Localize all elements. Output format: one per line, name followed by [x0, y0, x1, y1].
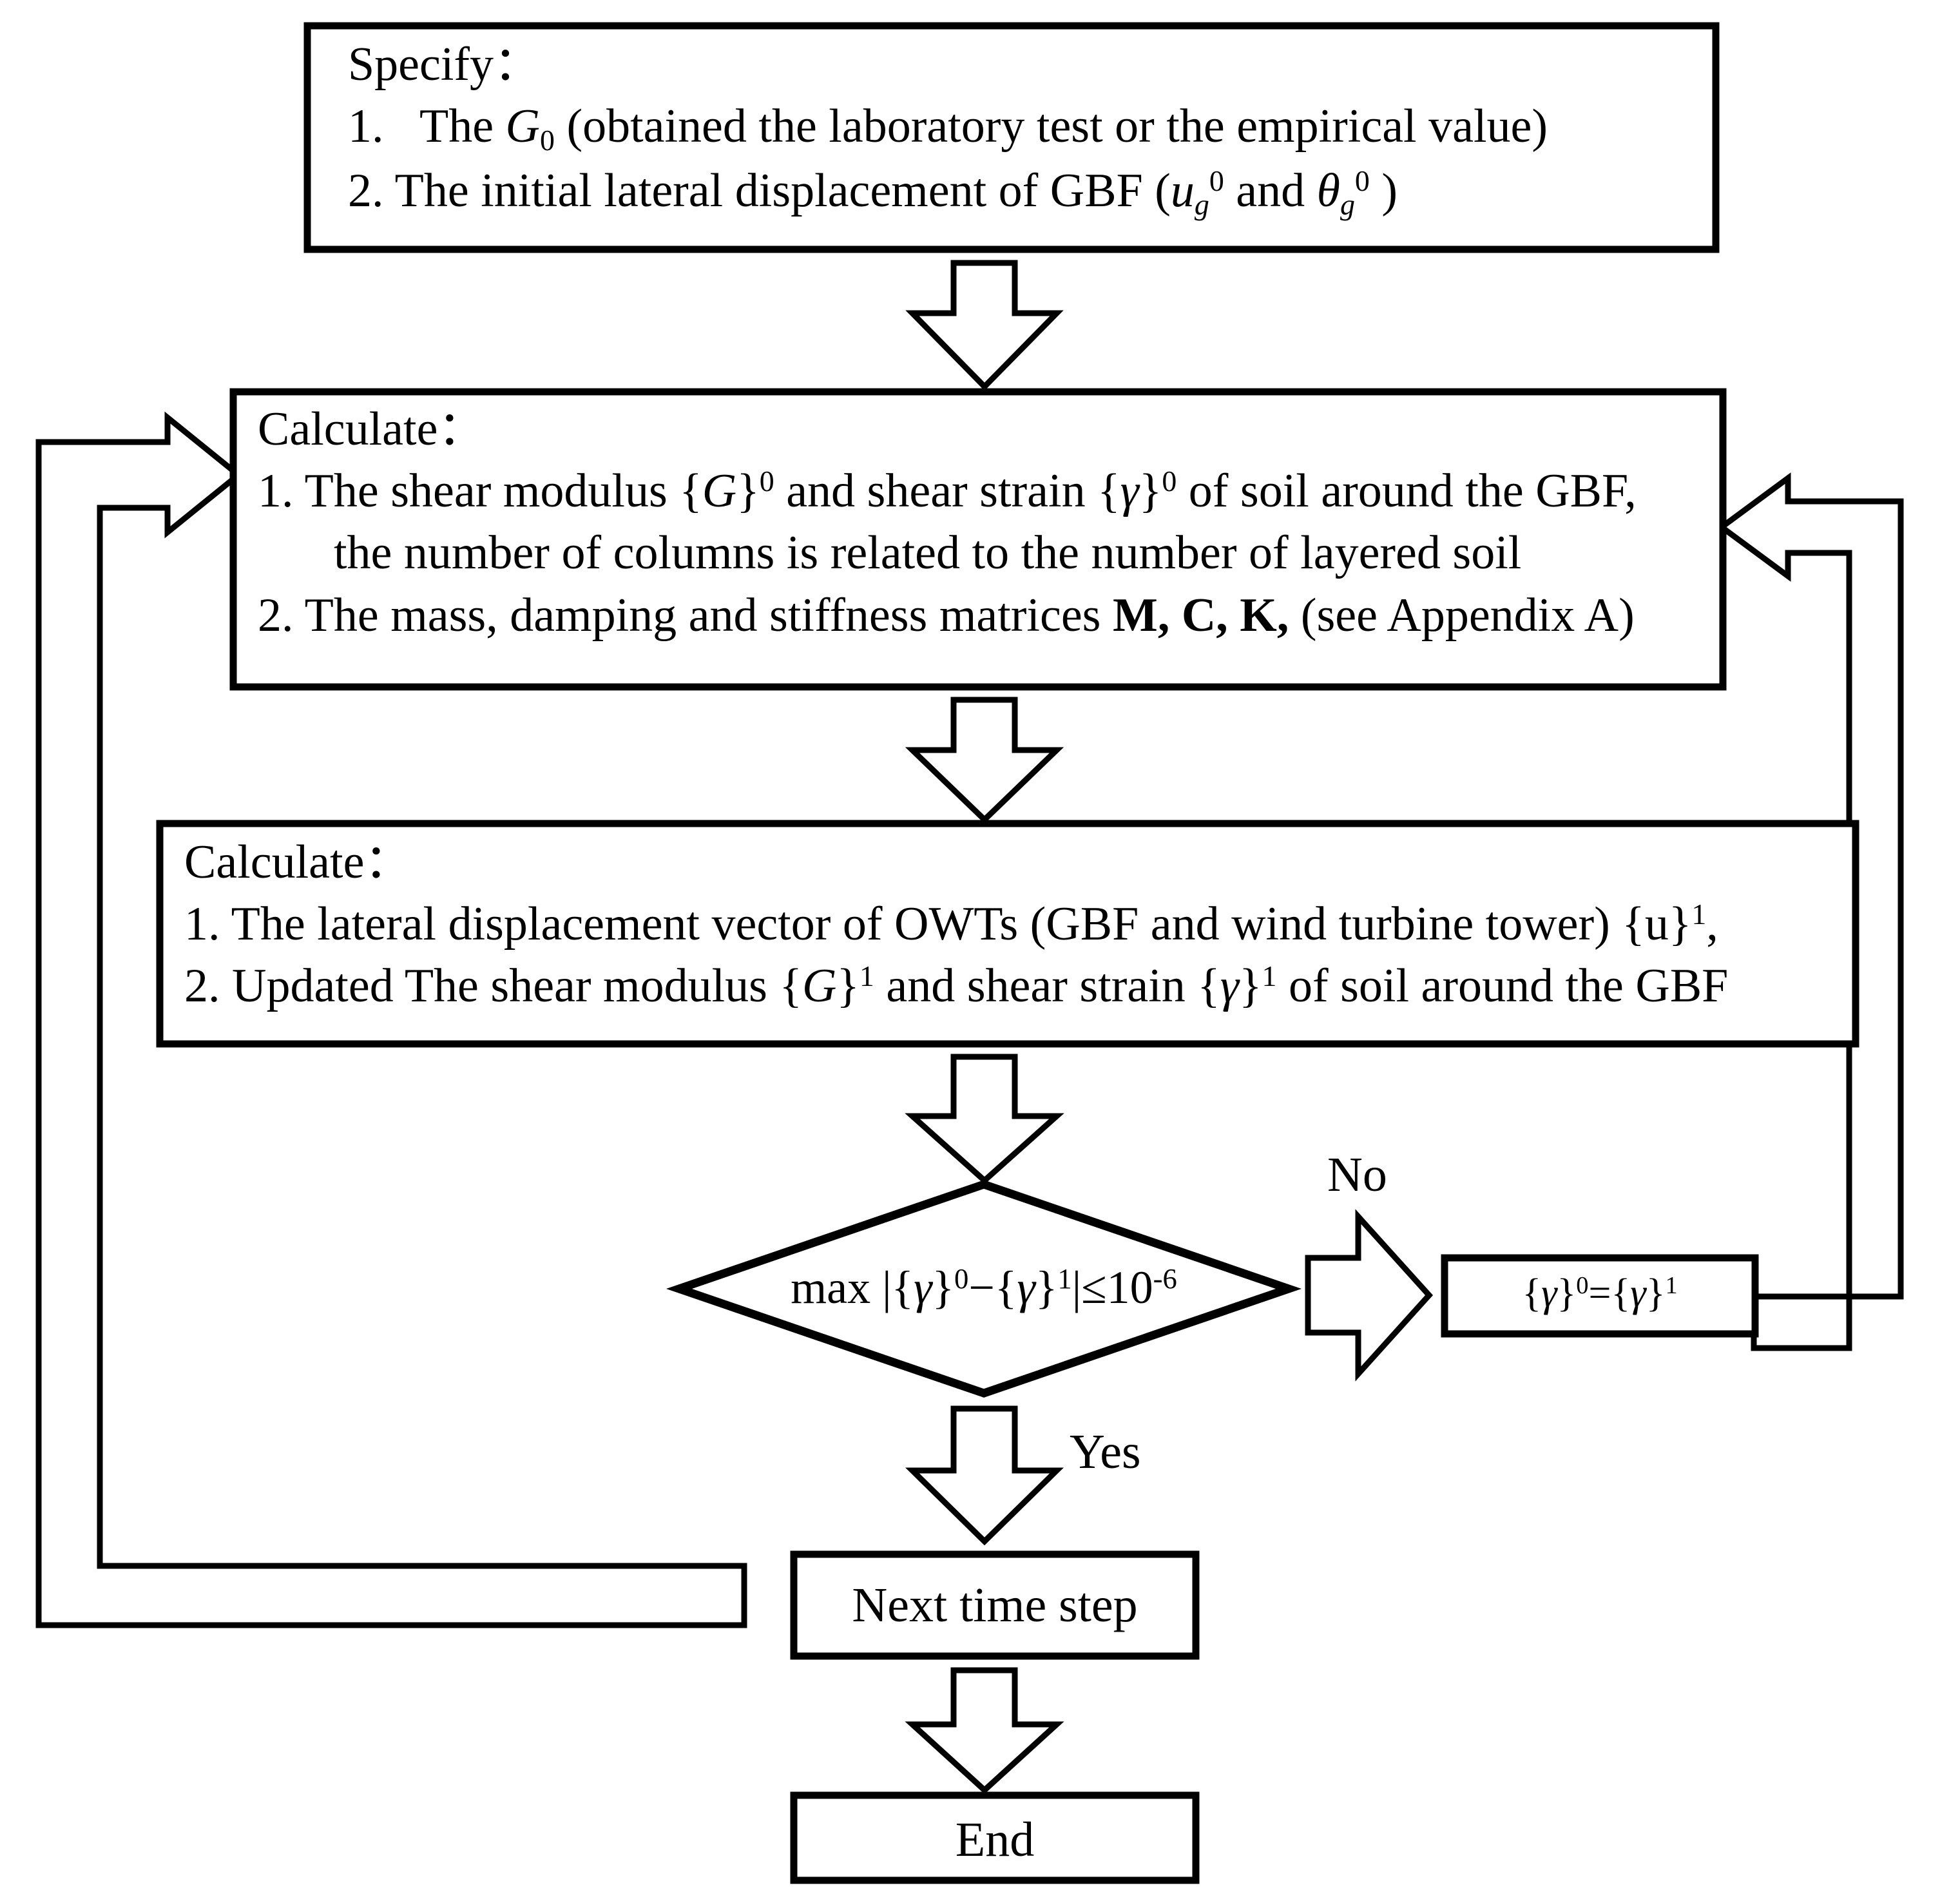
- end-label: End: [955, 1813, 1035, 1867]
- calculate-box-1-text: Calculate： 1. The shear modulus {G}0 and…: [258, 398, 1733, 646]
- arrow-specify-to-calculate1: [905, 260, 1064, 391]
- next-time-step-label: Next time step: [852, 1578, 1138, 1632]
- calculate-box-1: [229, 388, 1727, 691]
- arrow-calculate2-to-decision: [905, 1054, 1064, 1185]
- calculate-box-2: [156, 820, 1859, 1048]
- end-box: [790, 1791, 1200, 1884]
- next-time-step-box: [790, 1550, 1200, 1660]
- calculate1-line-1: 1. The shear modulus {G}0 and shear stra…: [258, 465, 1637, 518]
- decision-diamond: [666, 1180, 1302, 1398]
- right-feedback-loop-connector: [1716, 472, 1904, 1351]
- update-gamma-box: [1441, 1254, 1759, 1338]
- decision-diamond-text: max |{γ}0−{γ}1|≤10-6: [791, 1262, 1177, 1313]
- branch-label-yes: Yes: [1070, 1425, 1141, 1479]
- calculate2-line-2: 2. Updated The shear modulus {G}1 and sh…: [184, 959, 1729, 1013]
- update-gamma-box-text: {γ}0={γ}1: [1522, 1271, 1678, 1315]
- specify-heading: Specify：: [348, 38, 542, 91]
- calculate1-line-3: 2. The mass, damping and stiffness matri…: [258, 588, 1635, 642]
- arrow-calculate1-to-calculate2: [905, 697, 1064, 824]
- branch-label-no: No: [1327, 1148, 1387, 1202]
- calculate1-heading: Calculate：: [258, 403, 486, 456]
- specify-item-1: 1. The G0 (obtained the laboratory test …: [348, 100, 1548, 157]
- arrow-decision-to-next-time-step: [905, 1405, 1064, 1546]
- calculate2-line-1: 1. The lateral displacement vector of OW…: [184, 898, 1718, 951]
- arrow-next-time-step-to-end: [905, 1667, 1064, 1795]
- specify-item-2: 2. The initial lateral displacement of G…: [348, 164, 1398, 221]
- specify-box-text: Specify： 1. The G0 (obtained the laborat…: [348, 34, 1701, 224]
- calculate1-line-2: the number of columns is related to the …: [334, 526, 1522, 580]
- left-feedback-loop-connector: [35, 411, 747, 1628]
- calculate2-heading: Calculate：: [184, 836, 412, 889]
- arrow-decision-no-to-update: [1305, 1209, 1434, 1382]
- calculate-box-2-text: Calculate： 1. The lateral displacement v…: [184, 831, 1859, 1017]
- specify-box: [303, 22, 1720, 253]
